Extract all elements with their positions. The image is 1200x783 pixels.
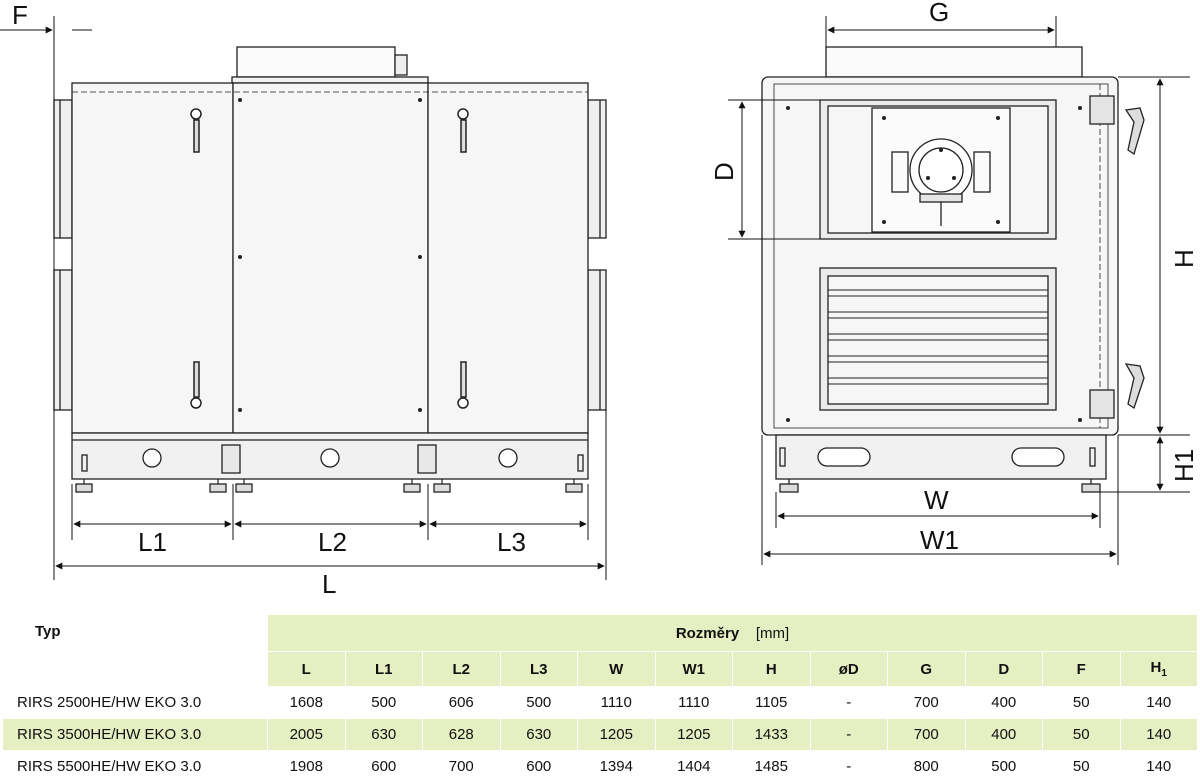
column-header-label: L [301,660,311,678]
value-cell: 700 [887,686,966,719]
value-cell: 1105 [732,686,811,719]
technical-drawing: F L1 L2 L3 L [0,0,1199,599]
column-header: L3 [499,651,578,687]
value-cell: 630 [344,718,423,751]
column-header-label: L2 [452,660,470,678]
value-cell: - [809,750,888,783]
column-header: L2 [422,651,501,687]
column-header: G [887,651,966,687]
value-cell: 630 [499,718,578,751]
value-cell: 600 [499,750,578,783]
column-header: H [732,651,811,687]
label-L2: L2 [318,527,347,557]
unit-label: [mm] [755,624,790,642]
column-header-label: L1 [374,660,393,678]
value-cell: 1205 [577,718,656,751]
column-header-label: G [920,660,933,678]
value-cell: 50 [1042,686,1121,719]
label-F: F [12,0,28,30]
value-cell: 700 [422,750,501,783]
column-header: D [964,651,1043,687]
column-header: L [267,651,346,687]
column-header-label: F [1076,660,1086,678]
side-view [53,46,607,493]
column-header-label: H [1150,659,1162,676]
column-header-label: øD [838,660,859,678]
value-cell: 1110 [654,686,733,719]
value-cell: 1433 [732,718,811,751]
label-L: L [322,569,336,599]
label-H: H [1169,249,1199,268]
column-header-label: W [609,660,624,678]
value-cell: 606 [422,686,501,719]
value-cell: 500 [499,686,578,719]
column-header: W1 [654,651,733,687]
value-cell: 2005 [267,718,346,751]
type-header: Typ [2,614,268,687]
side-dimension-lines [0,16,607,580]
dimensions-header-label: Rozměry [675,624,740,642]
label-L1: L1 [138,527,167,557]
column-header-label: W1 [682,660,706,678]
value-cell: 800 [887,750,966,783]
dimensions-header: Rozměry [mm] [267,614,1198,652]
value-cell: - [809,718,888,751]
value-cell: 1404 [654,750,733,783]
value-cell: 500 [344,686,423,719]
column-header-subscript: 1 [1161,668,1167,679]
label-D: D [709,162,739,181]
column-header: øD [809,651,888,687]
column-header: F [1042,651,1121,687]
value-cell: 1394 [577,750,656,783]
label-W: W [924,485,949,515]
column-header-label: L3 [529,660,548,678]
value-cell: 1608 [267,686,346,719]
value-cell: 400 [964,686,1043,719]
value-cell: 50 [1042,750,1121,783]
value-cell: 500 [964,750,1043,783]
value-cell: 140 [1119,686,1198,719]
value-cell: 140 [1119,718,1198,751]
value-cell: 400 [964,718,1043,751]
column-header: W [577,651,656,687]
column-header-label: H [765,660,777,678]
front-dimension-lines [728,16,1190,565]
type-name-cell: RIRS 2500HE/HW EKO 3.0 [2,686,268,719]
value-cell: 600 [344,750,423,783]
type-name-cell: RIRS 3500HE/HW EKO 3.0 [2,718,268,751]
value-cell: 1205 [654,718,733,751]
value-cell: 1908 [267,750,346,783]
label-W1: W1 [920,525,959,555]
label-G: G [929,0,949,27]
column-header: H1 [1119,651,1198,687]
value-cell: 1110 [577,686,656,719]
value-cell: 140 [1119,750,1198,783]
value-cell: 628 [422,718,501,751]
value-cell: 1485 [732,750,811,783]
column-header: L1 [344,651,423,687]
front-dots [786,106,1082,422]
type-name-cell: RIRS 5500HE/HW EKO 3.0 [2,750,268,783]
value-cell: 50 [1042,718,1121,751]
label-L3: L3 [497,527,526,557]
label-H1: H1 [1169,449,1199,482]
column-header-label: D [998,660,1010,678]
front-view [761,46,1145,493]
value-cell: 700 [887,718,966,751]
value-cell: - [809,686,888,719]
